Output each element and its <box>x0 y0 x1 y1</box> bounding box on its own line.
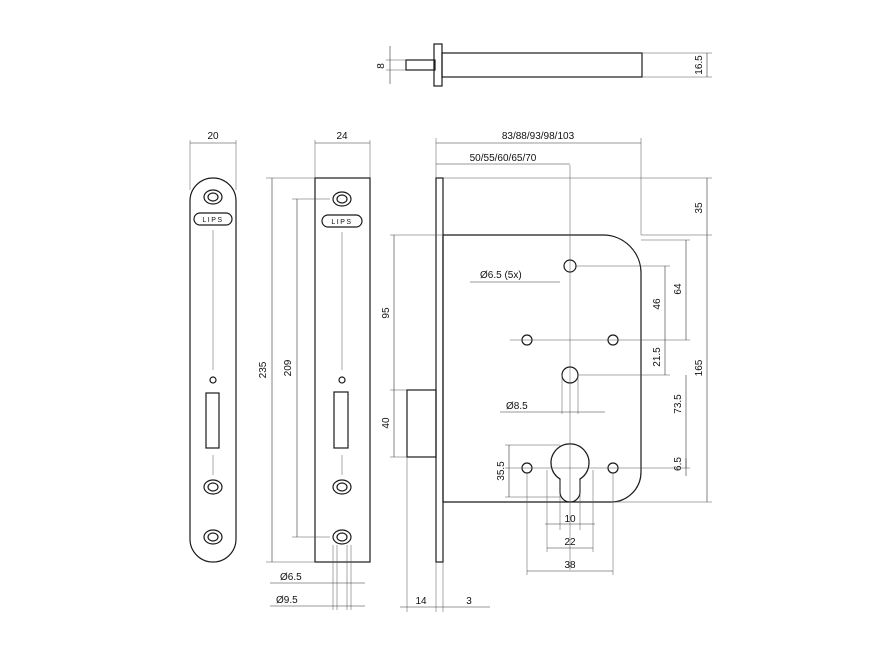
dim-case-height: 165 <box>694 359 705 376</box>
forend-hole-middle <box>332 479 352 495</box>
dim-case-depth: 83/88/93/98/103 <box>502 131 575 142</box>
latch-bolt <box>406 389 437 458</box>
lock-case-body <box>442 234 642 503</box>
spindle-large-shaft <box>441 52 643 78</box>
forend-logo: LIPS <box>331 219 352 226</box>
strike-hole-top <box>203 189 223 205</box>
dim-latch-14: 14 <box>415 596 427 607</box>
dim-cylinder-22: 22 <box>564 537 576 548</box>
cylinder-profile <box>550 443 590 503</box>
strike-latch-opening <box>205 392 220 449</box>
forend-hole-bottom <box>332 529 352 545</box>
forend-latch-opening <box>333 391 349 449</box>
dim-forend-width: 24 <box>336 131 348 142</box>
dim-strike-width: 20 <box>207 131 219 142</box>
strike-plate-outline <box>189 177 237 563</box>
strike-plate-view: LIPS 20 <box>189 131 237 563</box>
label-follower-hole: Ø8.5 <box>506 401 528 412</box>
dim-cylinder-10: 10 <box>564 514 576 525</box>
dim-cylinder-38: 38 <box>564 560 576 571</box>
label-fixing-holes: Ø6.5 (5x) <box>480 270 522 281</box>
spindle-view: 8 16.5 <box>376 43 712 87</box>
forend-pin-hole <box>338 376 346 384</box>
strike-logo: LIPS <box>202 217 223 224</box>
strike-pin-hole <box>209 376 217 384</box>
forend-logo-frame <box>321 214 363 228</box>
spindle-small-shaft <box>405 59 436 71</box>
dim-35-5: 35.5 <box>496 461 507 481</box>
dim-64: 64 <box>673 283 684 295</box>
dim-forend-3: 3 <box>466 596 472 607</box>
forend-view: LIPS 24 235 209 Ø6.5 Ø9.5 <box>258 131 371 610</box>
dim-6-5: 6.5 <box>673 457 684 471</box>
dim-spindle-16-5: 16.5 <box>694 55 705 75</box>
lock-forend-plate <box>435 177 444 563</box>
dim-95: 95 <box>381 307 392 319</box>
dim-backset: 50/55/60/65/70 <box>470 153 537 164</box>
dim-21-5: 21.5 <box>652 347 663 367</box>
lock-case-view: 83/88/93/98/103 50/55/60/65/70 35 165 64… <box>381 131 712 612</box>
dim-top-offset: 35 <box>694 202 705 214</box>
dim-hole-9-5: Ø9.5 <box>276 595 298 606</box>
dim-hole-6-5: Ø6.5 <box>280 572 302 583</box>
strike-hole-bottom <box>203 529 223 545</box>
forend-hole-top <box>332 191 352 207</box>
strike-hole-middle <box>203 479 223 495</box>
dim-forend-235: 235 <box>258 361 269 378</box>
dim-46: 46 <box>652 298 663 310</box>
dim-forend-209: 209 <box>283 359 294 376</box>
dim-73-5: 73.5 <box>673 394 684 414</box>
dim-spindle-8: 8 <box>376 63 387 69</box>
strike-logo-frame <box>193 212 233 226</box>
dim-40: 40 <box>381 417 392 429</box>
forend-outline <box>314 177 371 563</box>
